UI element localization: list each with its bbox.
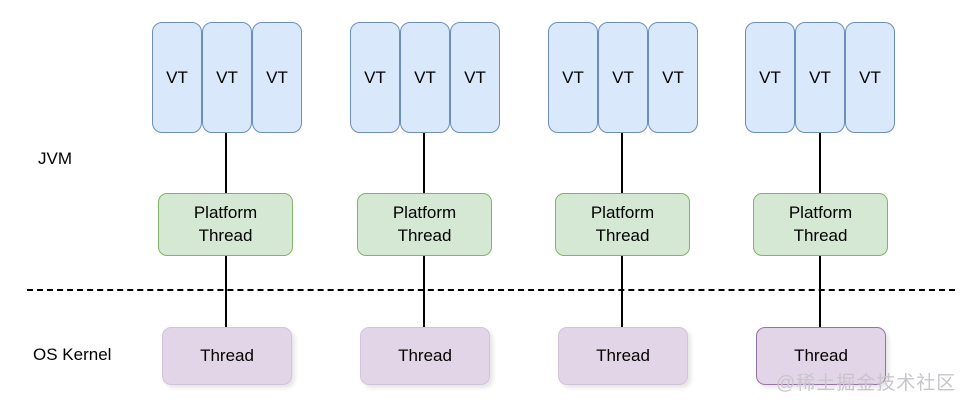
platform-thread-label-line2: Thread	[397, 225, 452, 245]
platform-thread-box[interactable]: Platform Thread	[158, 193, 293, 256]
platform-thread-label-line1: Platform	[590, 202, 655, 222]
zone-label-os-kernel: OS Kernel	[33, 345, 112, 364]
connector-platform-to-kernel	[819, 256, 821, 327]
platform-thread-box[interactable]: Platform Thread	[357, 193, 492, 256]
virtual-thread-row: VT VT VT	[152, 22, 302, 133]
virtual-thread-box[interactable]: VT	[252, 22, 302, 133]
virtual-thread-box[interactable]: VT	[598, 22, 648, 133]
virtual-thread-box[interactable]: VT	[648, 22, 698, 133]
virtual-thread-box[interactable]: VT	[400, 22, 450, 133]
virtual-thread-box[interactable]: VT	[450, 22, 500, 133]
virtual-thread-row: VT VT VT	[350, 22, 500, 133]
connector-platform-to-kernel	[621, 256, 623, 327]
platform-thread-label-line1: Platform	[392, 202, 457, 222]
kernel-thread-box[interactable]: Thread	[162, 327, 292, 385]
virtual-thread-row: VT VT VT	[745, 22, 895, 133]
connector-vt-to-platform	[423, 133, 425, 193]
virtual-thread-row: VT VT VT	[548, 22, 698, 133]
virtual-thread-box[interactable]: VT	[152, 22, 202, 133]
connector-vt-to-platform	[819, 133, 821, 193]
platform-thread-label-line2: Thread	[198, 225, 253, 245]
zone-label-jvm: JVM	[38, 149, 72, 168]
platform-thread-box[interactable]: Platform Thread	[753, 193, 888, 256]
virtual-thread-box[interactable]: VT	[745, 22, 795, 133]
virtual-thread-box[interactable]: VT	[202, 22, 252, 133]
kernel-thread-box[interactable]: Thread	[756, 327, 886, 385]
platform-thread-label-line2: Thread	[595, 225, 650, 245]
connector-platform-to-kernel	[423, 256, 425, 327]
connector-platform-to-kernel	[225, 256, 227, 327]
jvm-kernel-divider	[27, 289, 955, 291]
platform-thread-label-line2: Thread	[793, 225, 848, 245]
connector-vt-to-platform	[225, 133, 227, 193]
kernel-thread-box[interactable]: Thread	[360, 327, 490, 385]
virtual-thread-box[interactable]: VT	[548, 22, 598, 133]
virtual-thread-box[interactable]: VT	[795, 22, 845, 133]
connector-vt-to-platform	[621, 133, 623, 193]
virtual-thread-box[interactable]: VT	[350, 22, 400, 133]
platform-thread-label-line1: Platform	[788, 202, 853, 222]
virtual-thread-box[interactable]: VT	[845, 22, 895, 133]
kernel-thread-box[interactable]: Thread	[558, 327, 688, 385]
platform-thread-label-line1: Platform	[193, 202, 258, 222]
platform-thread-box[interactable]: Platform Thread	[555, 193, 690, 256]
